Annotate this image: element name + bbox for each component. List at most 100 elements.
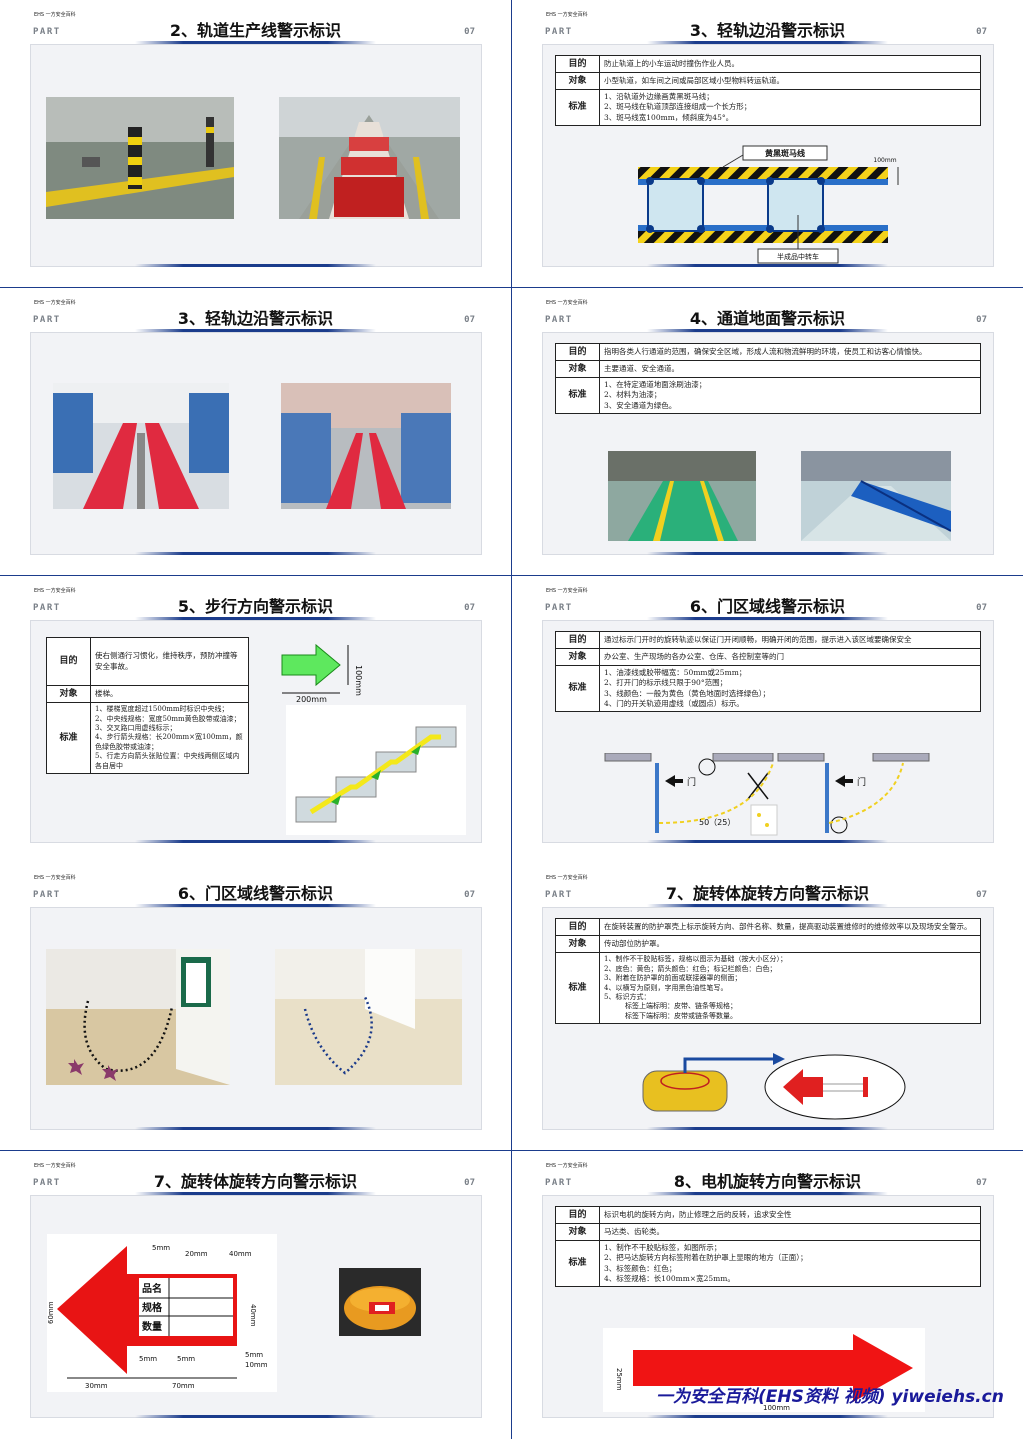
name-cell: 品名 (142, 1282, 162, 1295)
row-key: 对象 (46, 684, 91, 704)
brand-logo: EHS 一方安全百科 (34, 1163, 76, 1169)
qty-cell: 数量 (142, 1320, 162, 1333)
slide-rail-line: EHS 一方安全百科 PART 07 2、轨道生产线警示标识 (0, 0, 511, 287)
part-label: PART (545, 27, 573, 37)
zebra-rail-diagram: 黄黑斑马线 100mm 半成品中转车 (638, 145, 899, 264)
dim-70: 70mm (172, 1382, 195, 1390)
content-panel: 目的在旋转装置的防护罩壳上标示旋转方向、部件名称、数量，提高驱动装置维修时的维修… (542, 907, 994, 1130)
row-key: 对象 (555, 360, 600, 379)
dim-30: 30mm (85, 1382, 108, 1390)
row-value: 办公室、生产现场的各办公室、仓库、各控制室等的门 (599, 648, 981, 667)
part-label: PART (33, 315, 61, 325)
page-number: 07 (976, 603, 987, 613)
slide-light-rail-edge: EHS 一方安全百科 PART 07 3、轻轨边沿警示标识 目的防止轨道上的小车… (512, 0, 1023, 287)
dim-60: 60mm (47, 1301, 55, 1324)
bottom-bar (647, 264, 888, 267)
brand-logo: EHS 一方安全百科 (34, 300, 76, 306)
row-key: 目的 (555, 54, 600, 74)
brand-logo: EHS 一方安全百科 (546, 1163, 588, 1169)
column-divider (511, 0, 512, 1439)
page-number: 07 (976, 890, 987, 900)
slide-title: 7、旋转体旋转方向警示标识 (153, 1172, 358, 1191)
dim-label: 100mm (873, 157, 896, 164)
production-line-photo (279, 97, 460, 219)
zebra-label: 黄黑斑马线 (765, 148, 805, 158)
slide-title: 7、旋转体旋转方向警示标识 (665, 884, 870, 903)
content-panel (30, 907, 482, 1130)
dim-5b: 5mm (139, 1355, 157, 1363)
row-value: 防止轨道上的小车运动时撞伤作业人员。 (599, 54, 981, 74)
info-table: 目的防止轨道上的小车运动时撞伤作业人员。 对象小型轨道，如车间之间或局部区域小型… (555, 54, 981, 126)
slide-rotation-label-spec: EHS 一方安全百科 PART 07 7、旋转体旋转方向警示标识 品名 规格 数… (0, 1151, 511, 1438)
dim-label: 50（25） (699, 818, 735, 827)
door-dotted-line-photo (46, 949, 230, 1085)
slide-title: 4、通道地面警示标识 (689, 309, 846, 328)
row-key: 标准 (555, 377, 600, 414)
title-underline (647, 904, 888, 908)
row-divider (0, 1150, 1023, 1151)
content-panel (30, 44, 482, 267)
page-number: 07 (976, 1178, 987, 1188)
slide-door-area: EHS 一方安全百科 PART 07 6、门区域线警示标识 目的通过标示门开时的… (512, 576, 1023, 863)
height-dim: 25mm (615, 1368, 623, 1391)
row-value: 1、制作不干胶贴标签，规格以图示为基础（按大小区分）； 2、底色：黄色；箭头颜色… (599, 952, 981, 1025)
row-key: 标准 (555, 89, 600, 126)
blue-crane-photo (801, 451, 951, 541)
bottom-bar (647, 552, 888, 555)
dim-5c: 5mm (177, 1355, 195, 1363)
bottom-bar (135, 840, 376, 843)
info-table: 目的指明各类人行通道的范围，确保安全区域，形成人流和物流鲜明的环境，使员工和访客… (555, 342, 981, 414)
row-value: 小型轨道，如车间之间或局部区域小型物料转运轨道。 (599, 72, 981, 91)
dim-10: 10mm (245, 1361, 268, 1369)
bottom-bar (647, 840, 888, 843)
row-key: 对象 (555, 72, 600, 91)
row-key: 目的 (555, 1205, 600, 1225)
row-key: 标准 (555, 1240, 600, 1287)
width-dim: 100mm (763, 1404, 790, 1412)
row-key: 目的 (555, 917, 600, 937)
title-underline (135, 617, 376, 621)
height-dim: 100mm (354, 665, 363, 696)
door-label: 门 (687, 776, 696, 788)
row-key: 目的 (555, 342, 600, 362)
slide-rotation-direction: EHS 一方安全百科 PART 07 7、旋转体旋转方向警示标识 目的在旋转装置… (512, 863, 1023, 1150)
row-divider (0, 575, 1023, 576)
content-panel: 目的防止轨道上的小车运动时撞伤作业人员。 对象小型轨道，如车间之间或局部区域小型… (542, 44, 994, 267)
slide-title: 3、轻轨边沿警示标识 (177, 309, 334, 328)
factory-rail-photo (46, 97, 234, 219)
brand-logo: EHS 一方安全百科 (546, 300, 588, 306)
page-number: 07 (464, 27, 475, 37)
row-key: 对象 (555, 935, 600, 954)
slide-walking-direction: EHS 一方安全百科 PART 07 5、步行方向警示标识 目的使右侧通行习惯化… (0, 576, 511, 863)
red-walkway-photo (53, 383, 229, 509)
page-number: 07 (976, 315, 987, 325)
part-label: PART (545, 315, 573, 325)
cart-label: 半成品中转车 (777, 252, 819, 261)
motor-arrow-diagram: 25mm 100mm (603, 1328, 925, 1412)
row-key: 对象 (555, 1223, 600, 1242)
title-underline (135, 41, 376, 45)
brand-logo: EHS 一方安全百科 (546, 875, 588, 881)
part-label: PART (33, 603, 61, 613)
dim-40b: 40mm (249, 1304, 257, 1327)
part-label: PART (545, 890, 573, 900)
content-panel: 品名 规格 数量 5mm 20mm 40mm 40mm 60mm 5mm 5mm… (30, 1195, 482, 1418)
row-value: 标识电机的旋转方向，防止修理之后的反转，追求安全性 (599, 1205, 981, 1225)
content-panel: 目的通过标示门开时的旋转轨迹以保证门开闭顺畅，明确开闭的范围，提示进入该区域要确… (542, 620, 994, 843)
row-value: 1、制作不干胶贴标签，如图所示； 2、把马达旋转方向标签附着在防护罩上显眼的地方… (599, 1240, 981, 1287)
bottom-bar (135, 552, 376, 555)
brand-logo: EHS 一方安全百科 (34, 875, 76, 881)
row-value: 1、楼梯宽度超过1500mm时标识中央线； 2、中央线规格：宽度50mm黄色胶带… (90, 702, 249, 775)
brand-logo: EHS 一方安全百科 (546, 12, 588, 18)
slide-title: 6、门区域线警示标识 (177, 884, 334, 903)
brand-logo: EHS 一方安全百科 (34, 588, 76, 594)
dim-5d: 5mm (245, 1351, 263, 1359)
content-panel (30, 332, 482, 555)
part-label: PART (545, 603, 573, 613)
dim-5a: 5mm (152, 1244, 170, 1252)
page-number: 07 (464, 315, 475, 325)
row-key: 对象 (555, 648, 600, 667)
row-value: 1、沿轨道外边缘画黄黑斑马线； 2、斑马线在轨道顶部连接组成一个长方形； 3、斑… (599, 89, 981, 126)
row-value: 1、油漆线或胶带幅宽：50mm或25mm； 2、打开门的标示线只限于90°范围；… (599, 665, 981, 712)
